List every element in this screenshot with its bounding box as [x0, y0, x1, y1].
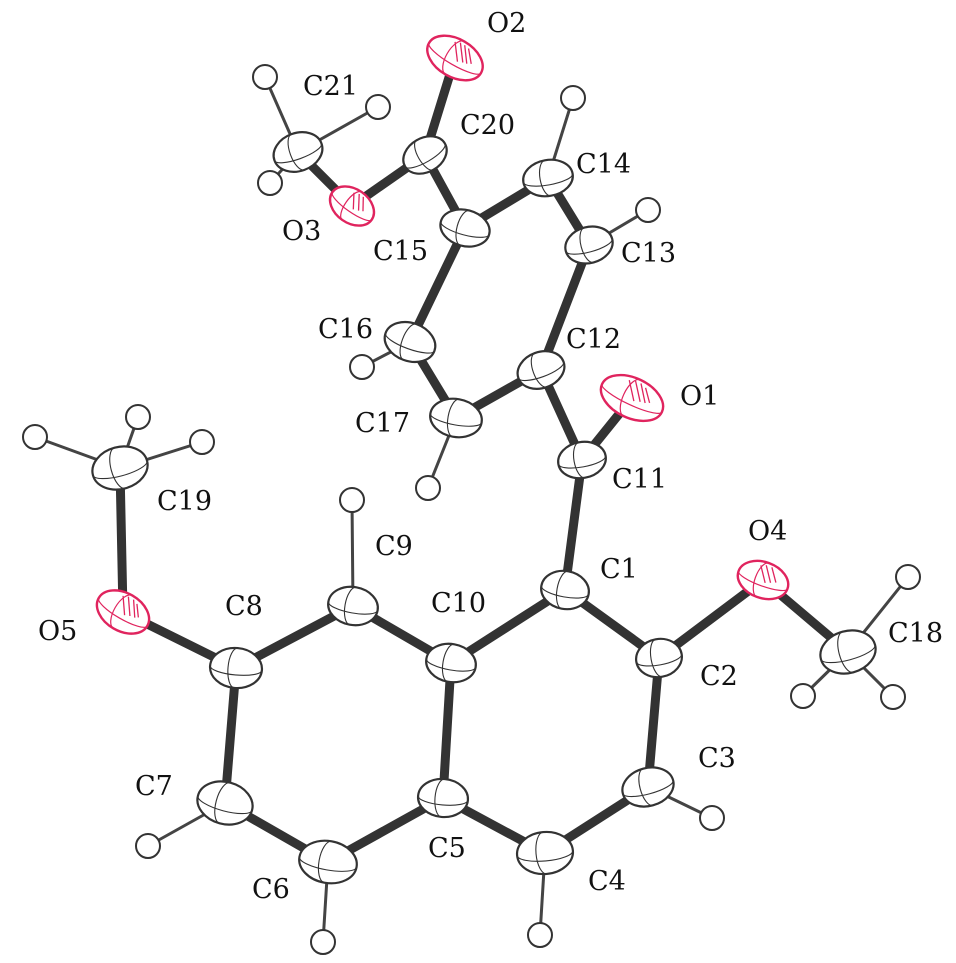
atom-c6 [298, 839, 358, 885]
hydrogen-atom [252, 64, 278, 90]
heavy-atom-bonds [115, 53, 853, 867]
atom-c13 [564, 225, 614, 265]
label-c19: C19 [157, 486, 212, 517]
label-o3: O3 [282, 216, 321, 247]
hydrogen-atom [339, 487, 365, 513]
atom-c10 [425, 642, 477, 684]
hydrogen-atom [189, 429, 215, 455]
atom-o5 [95, 589, 151, 635]
atom-c1 [540, 569, 590, 611]
label-c12: C12 [566, 324, 621, 355]
hydrogen-atom [880, 684, 906, 710]
hydrogen-atom [790, 683, 816, 709]
label-c9: C9 [375, 531, 413, 562]
label-c1: C1 [600, 554, 638, 585]
atom-o1 [599, 373, 665, 423]
hydrogen-atom [125, 404, 151, 430]
hydrogen-atom [895, 564, 921, 590]
atom-o2 [426, 34, 484, 82]
oxygen-atoms [95, 34, 790, 635]
atom-c18 [819, 629, 877, 675]
atom-c3 [621, 766, 675, 808]
atom-c17 [429, 397, 483, 439]
label-o2: O2 [487, 8, 526, 39]
label-c17: C17 [355, 408, 410, 439]
hydrogen-atom [257, 170, 283, 196]
label-c3: C3 [698, 743, 736, 774]
label-o5: O5 [38, 616, 77, 647]
hydrogen-atom [365, 94, 391, 120]
atom-c2 [635, 637, 683, 679]
atom-c19 [91, 445, 149, 491]
label-c14: C14 [576, 149, 631, 180]
label-c10: C10 [431, 588, 486, 619]
label-c13: C13 [621, 238, 676, 269]
atom-c8 [208, 646, 264, 690]
label-c16: C16 [318, 314, 373, 345]
label-c15: C15 [373, 236, 428, 267]
hydrogen-atom [415, 475, 441, 501]
label-o1: O1 [680, 381, 719, 412]
atom-labels: O2 C21 C20 C14 O3 C15 C13 C16 C12 O1 C17… [38, 8, 943, 905]
label-c7: C7 [135, 771, 173, 802]
hydrogen-atoms [22, 64, 921, 955]
label-c11: C11 [612, 464, 667, 495]
atom-c4 [515, 830, 575, 876]
atom-c21 [272, 131, 324, 173]
label-c4: C4 [588, 866, 626, 897]
atom-o4 [736, 559, 790, 601]
hydrogen-atom [699, 805, 725, 831]
atom-c16 [383, 320, 437, 364]
atom-c7 [196, 780, 254, 826]
hydrogen-atom [349, 354, 375, 380]
label-c21: C21 [303, 71, 358, 102]
atom-c9 [327, 585, 379, 627]
label-o4: O4 [748, 516, 787, 547]
atom-c15 [439, 208, 491, 248]
carbon-atoms [91, 131, 877, 885]
label-c20: C20 [460, 110, 515, 141]
label-c8: C8 [225, 591, 263, 622]
label-c6: C6 [252, 874, 290, 905]
hydrogen-atom [22, 424, 48, 450]
atom-c11 [557, 440, 607, 480]
atom-c12 [516, 350, 566, 390]
label-c18: C18 [888, 618, 943, 649]
atom-c14 [522, 158, 574, 198]
hydrogen-atom [635, 197, 661, 223]
hydrogen-atom [135, 833, 161, 859]
atom-o3 [328, 185, 376, 227]
hydrogen-atom [310, 929, 336, 955]
label-c2: C2 [700, 661, 738, 692]
hydrogen-atom [527, 922, 553, 948]
label-c5: C5 [428, 833, 466, 864]
atom-c20 [402, 135, 448, 175]
hydrogen-atom [560, 85, 586, 111]
